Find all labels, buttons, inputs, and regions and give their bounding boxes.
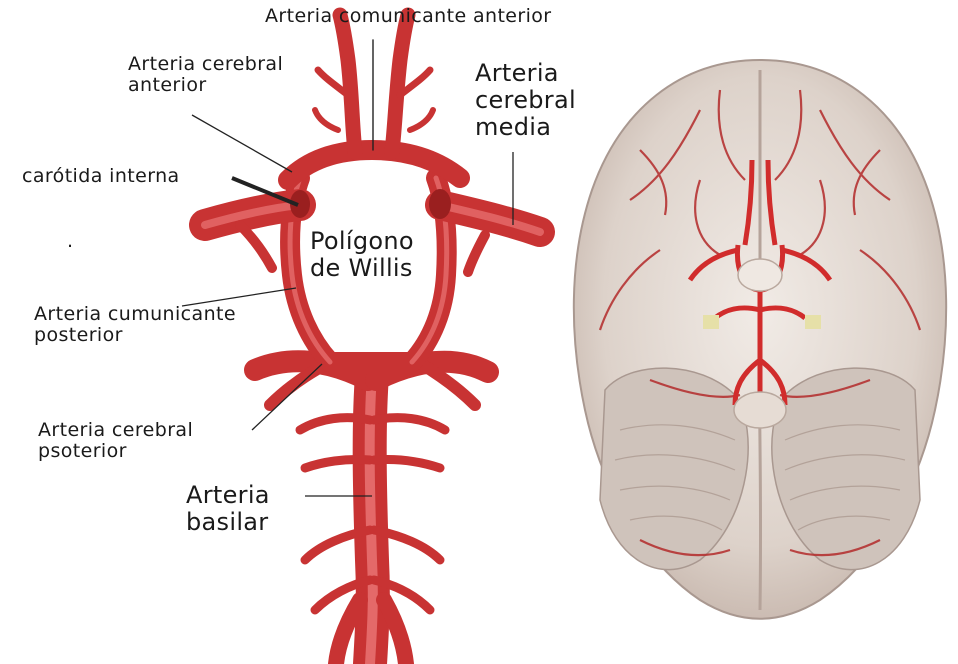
label-circle-line2: de Willis [310, 255, 414, 282]
label-anterior-cerebral-artery: Arteria cerebral anterior [128, 54, 283, 97]
label-posterior-cerebral-artery: Arteria cerebral psoterior [38, 420, 193, 463]
label-middle-cerebral-line1: Arteria [475, 60, 576, 87]
label-posterior-communicating-line1: Arteria cumunicante [34, 304, 236, 325]
label-anterior-cerebral-line1: Arteria cerebral [128, 54, 283, 75]
label-posterior-cerebral-line1: Arteria cerebral [38, 420, 193, 441]
label-internal-carotid: carótida interna [22, 166, 180, 187]
brain-inferior-view-icon [574, 60, 946, 619]
anterior-cerebral-artery-right [392, 15, 408, 152]
label-posterior-communicating-line2: posterior [34, 325, 236, 346]
anterior-cerebral-artery-left [340, 15, 355, 152]
label-circle-line1: Polígono [310, 228, 414, 255]
label-anterior-cerebral-line2: anterior [128, 75, 283, 96]
label-middle-cerebral-line3: media [475, 114, 576, 141]
label-basilar-line2: basilar [186, 509, 270, 536]
label-anterior-communicating-artery: Arteria comunicante anterior [265, 6, 552, 27]
stray-dot: . [67, 231, 73, 252]
label-middle-cerebral-artery: Arteria cerebral media [475, 60, 576, 141]
label-circle-of-willis: Polígono de Willis [310, 228, 414, 282]
label-middle-cerebral-line2: cerebral [475, 87, 576, 114]
label-posterior-communicating-artery: Arteria cumunicante posterior [34, 304, 236, 347]
label-basilar-line1: Arteria [186, 482, 270, 509]
label-posterior-cerebral-line2: psoterior [38, 441, 193, 462]
label-basilar-artery: Arteria basilar [186, 482, 270, 536]
